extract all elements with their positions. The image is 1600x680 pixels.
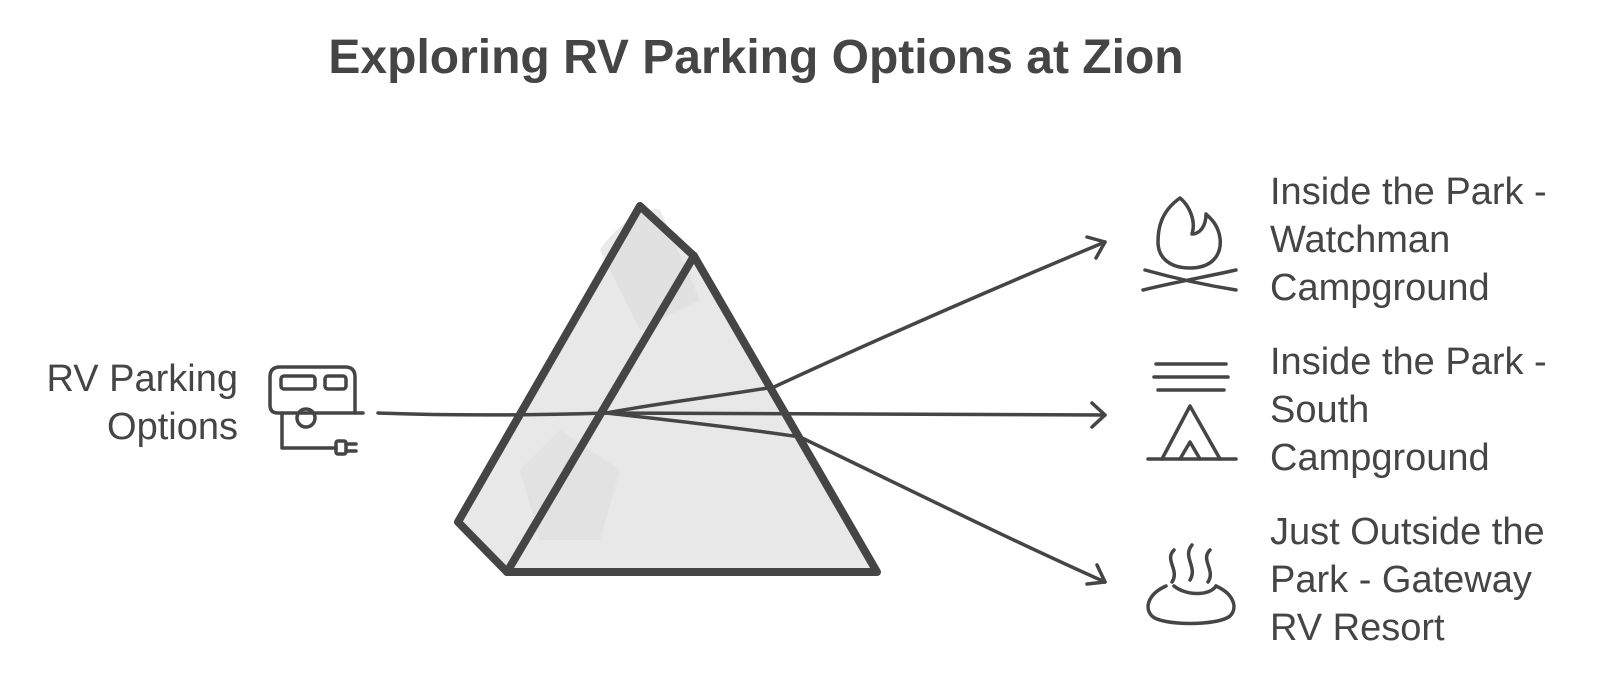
hot-spring-icon [1146,543,1236,626]
option-label-line: Campground [1270,437,1490,479]
option-gateway: Just Outside the Park - Gateway RV Resor… [1270,508,1545,652]
option-label-line: Just Outside the [1270,511,1545,553]
arrow-head-icon [1085,235,1107,260]
rv-trailer-icon [268,365,365,456]
option-label-line: South [1270,389,1370,431]
tent-icon [1146,362,1238,461]
option-south: Inside the Park - South Campground [1270,338,1547,482]
arrow-head-icon [1090,401,1107,429]
option-label-line: Campground [1270,267,1490,309]
option-label-line: Watchman [1270,219,1451,261]
prism [454,202,881,576]
source-label-line: RV Parking [46,358,238,400]
campfire-icon [1141,196,1238,292]
page-title: Exploring RV Parking Options at Zion [328,31,1184,84]
option-label-line: Inside the Park - [1270,341,1547,383]
source-label-line: Options [107,406,238,448]
arrow-head-icon [1085,563,1107,586]
option-label-line: Park - Gateway [1270,559,1532,601]
option-watchman: Inside the Park - Watchman Campground [1270,168,1547,312]
option-label-line: Inside the Park - [1270,171,1547,213]
source-label: RV Parking Options [46,355,238,451]
light-rays [376,235,1107,586]
option-label-line: RV Resort [1270,607,1445,649]
